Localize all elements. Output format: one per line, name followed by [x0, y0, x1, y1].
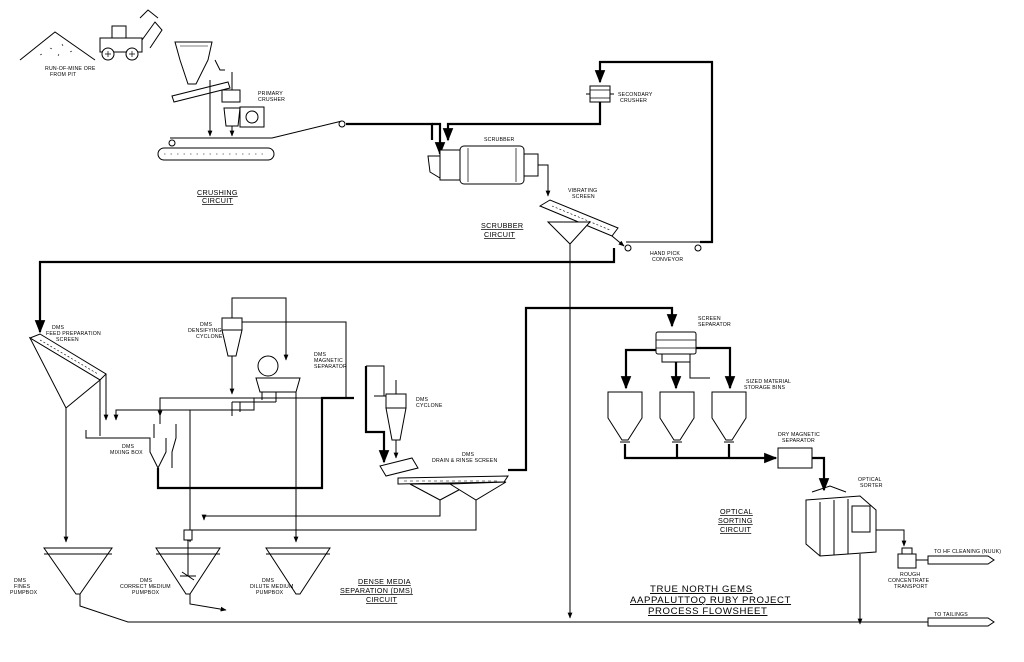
feed-prep-label-1: DMS [52, 325, 64, 331]
dilute-medium-label-2: DILUTE MEDIUM [250, 584, 294, 590]
correct-medium-label-3: PUMPBOX [132, 590, 160, 596]
dms-drain-rinse-screen [379, 457, 509, 501]
dilute-medium-label-3: PUMPBOX [256, 590, 284, 596]
rough-label-1: ROUGH [900, 572, 920, 578]
rough-label-3: TRANSPORT [894, 584, 928, 590]
vibrating-screen-label-1: VIBRATING [568, 188, 597, 194]
title-line-1: TRUE NORTH GEMS [650, 584, 753, 595]
dms-circuit-label-3: CIRCUIT [366, 595, 398, 604]
feed-prep-label-3: SCREEN [56, 337, 79, 343]
crushing-conveyor [157, 120, 346, 161]
secondary-crusher [586, 85, 614, 103]
dms-circuit-label-1: DENSE MEDIA [358, 577, 411, 586]
title-line-3: PROCESS FLOWSHEET [648, 606, 767, 617]
dms-cyclone [374, 380, 407, 459]
rough-label-2: CONCENTRATE [888, 578, 930, 584]
to-tailings-outlet [927, 617, 995, 627]
mixing-box-label-1: DMS [122, 444, 134, 450]
dms-cyclone-label-2: CYCLONE [416, 403, 443, 409]
optical-circuit-label-1: OPTICAL [720, 507, 753, 516]
primary-crusher-label-2: CRUSHER [258, 97, 285, 103]
optical-sorter-label-1: OPTICAL [858, 477, 882, 483]
densifying-label-2: DENSIFYING [188, 328, 222, 334]
scrubber-label: SCRUBBER [484, 137, 514, 143]
dry-magnetic-separator [777, 447, 813, 469]
dilute-medium-label-1: DMS [262, 578, 274, 584]
front-loader-icon [99, 9, 163, 61]
primary-crusher [171, 41, 265, 137]
correct-medium-label-1: DMS [140, 578, 152, 584]
screen-separator [655, 331, 697, 363]
secondary-crusher-label-1: SECONDARY [618, 92, 653, 98]
dms-circuit-label-2: SEPARATION (DMS) [340, 586, 413, 595]
dms-cyclone-label-1: DMS [416, 397, 428, 403]
screen-separator-label-2: SEPARATOR [698, 322, 731, 328]
fines-label-1: DMS [14, 578, 26, 584]
dms-fines-pumpbox [43, 547, 113, 595]
rough-concentrate-container [897, 547, 917, 569]
hand-pick-label-2: CONVEYOR [652, 257, 683, 263]
vibrating-screen [538, 199, 625, 247]
rom-label-2: FROM PIT [50, 72, 77, 78]
correct-medium-label-2: CORRECT MEDIUM [120, 584, 171, 590]
dry-mag-label-1: DRY MAGNETIC [778, 432, 820, 438]
ore-stockpile [19, 31, 96, 61]
dms-feed-preparation-screen [28, 333, 107, 409]
title-line-2: AAPPALUTTOQ RUBY PROJECT [630, 595, 791, 606]
magsep-label-3: SEPARATOR [314, 364, 347, 370]
vibrating-screen-label-2: SCREEN [572, 194, 595, 200]
hand-pick-label-1: HAND PICK [650, 251, 680, 257]
secondary-crusher-label-2: CRUSHER [620, 98, 647, 104]
optical-circuit-label-3: CIRCUIT [720, 525, 752, 534]
to-hf-cleaning-outlet [927, 555, 995, 565]
screen-separator-label-1: SCREEN [698, 316, 721, 322]
primary-crusher-label-1: PRIMARY [258, 91, 283, 97]
to-tailings-label: TO TAILINGS [934, 612, 968, 618]
bins-label-1: SIZED MATERIAL [746, 379, 791, 385]
crushing-circuit-label-1: CRUSHING [197, 188, 238, 197]
scrubber-circuit-label-1: SCRUBBER [481, 221, 523, 230]
fines-label-2: FINES [14, 584, 31, 590]
drain-rinse-label-2: DRAIN & RINSE SCREEN [432, 458, 497, 464]
rom-label-1: RUN-OF-MINE ORE [45, 66, 96, 72]
bins-label-2: STORAGE BINS [744, 385, 786, 391]
dms-magnetic-separator [255, 355, 301, 402]
dms-densifying-cyclone [221, 297, 289, 395]
scrubber-circuit-label-2: CIRCUIT [484, 230, 516, 239]
drain-rinse-label-1: DMS [462, 452, 474, 458]
densifying-label-3: CYCLONE [196, 334, 223, 340]
mixing-box-label-2: MIXING BOX [110, 450, 143, 456]
optical-sorter [805, 485, 907, 557]
to-hf-cleaning-label: TO HF CLEANING (NUUK) [934, 549, 1001, 555]
crushing-circuit-label-2: CIRCUIT [202, 196, 234, 205]
dry-mag-label-2: SEPARATOR [782, 438, 815, 444]
magsep-label-2: MAGNETIC [314, 358, 343, 364]
scrubber-drum [427, 145, 551, 197]
optical-sorter-label-2: SORTER [860, 483, 883, 489]
optical-circuit-label-2: SORTING [718, 516, 753, 525]
fines-label-3: PUMPBOX [10, 590, 38, 596]
dms-dilute-medium-pumpbox [265, 547, 331, 595]
dms-mixing-box [85, 424, 177, 470]
feed-prep-label-2: FEED PREPARATION [46, 331, 101, 337]
hand-pick-conveyor [624, 241, 702, 252]
magsep-label-1: DMS [314, 352, 326, 358]
densifying-label-1: DMS [200, 322, 212, 328]
sized-material-storage-bins [607, 391, 747, 443]
